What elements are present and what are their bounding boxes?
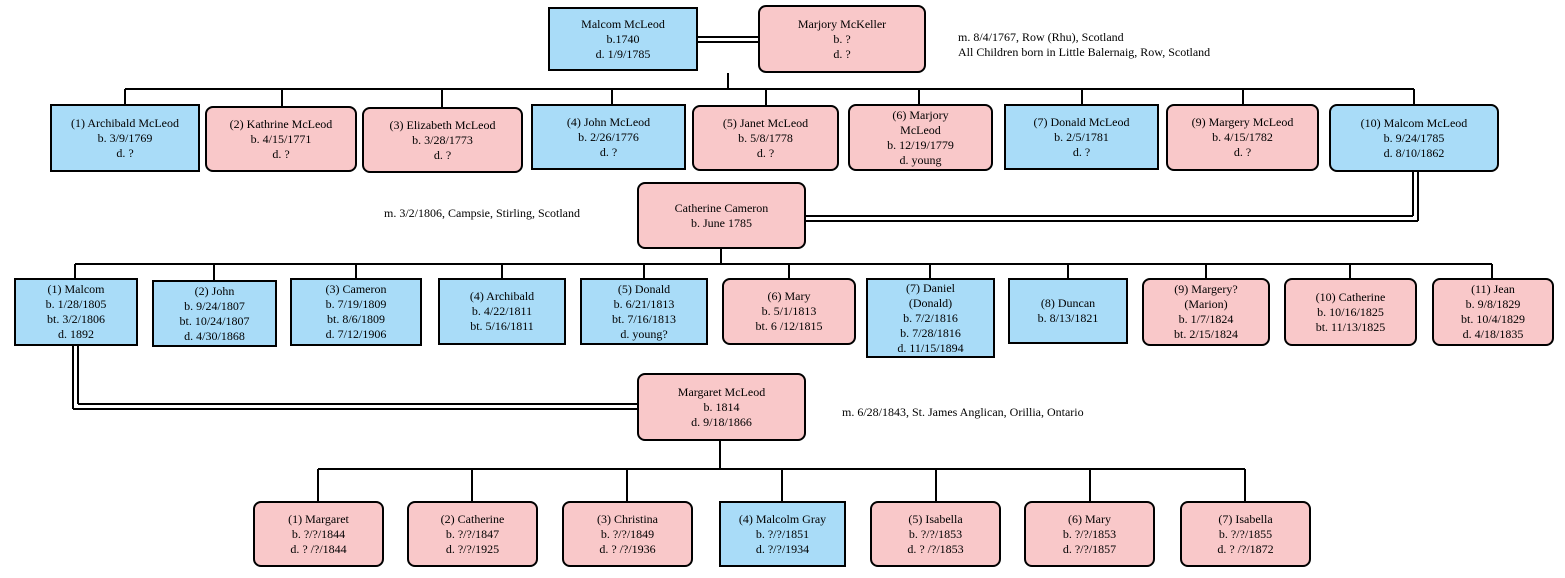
person-catherine-10: (10) Catherine b. 10/16/1825 bt. 11/13/1… (1284, 278, 1417, 346)
person-margery-mcleod: (9) Margery McLeod b. 4/15/1782 d. ? (1166, 104, 1319, 171)
person-marjory-mckeller: Marjory McKeller b. ? d. ? (758, 5, 926, 73)
person-john-mcleod: (4) John McLeod b. 2/26/1776 d. ? (531, 104, 686, 170)
marriage-note-1: m. 8/4/1767, Row (Rhu), Scotland All Chi… (958, 30, 1211, 59)
person-kathrine-mcleod: (2) Kathrine McLeod b. 4/15/1771 d. ? (205, 106, 357, 172)
person-cameron-3: (3) Cameron b. 7/19/1809 bt. 8/6/1809 d.… (290, 278, 422, 346)
person-janet-mcleod: (5) Janet McLeod b. 5/8/1778 d. ? (692, 105, 839, 171)
marriage-note-2: m. 3/2/1806, Campsie, Stirling, Scotland (384, 206, 580, 220)
person-archibald-4: (4) Archibald b. 4/22/1811 bt. 5/16/1811 (438, 278, 566, 345)
person-daniel-7: (7) Daniel (Donald) b. 7/2/1816 b. 7/28/… (866, 278, 995, 358)
marriage-note-3: m. 6/28/1843, St. James Anglican, Orilli… (842, 405, 1084, 419)
person-margery-9: (9) Margery? (Marion) b. 1/7/1824 bt. 2/… (1142, 278, 1270, 346)
person-isabella-5: (5) Isabella b. ?/?/1853 d. ? /?/1853 (870, 501, 1001, 567)
person-malcom-mcleod-10: (10) Malcom McLeod b. 9/24/1785 d. 8/10/… (1329, 104, 1499, 172)
person-malcolm-gray-4: (4) Malcolm Gray b. ?/?/1851 d. ?/?/1934 (719, 501, 846, 567)
person-donald-5: (5) Donald b. 6/21/1813 bt. 7/16/1813 d.… (580, 278, 708, 345)
person-christina-3: (3) Christina b. ?/?/1849 d. ? /?/1936 (562, 501, 693, 567)
person-mary-6: (6) Mary b. 5/1/1813 bt. 6 /12/1815 (722, 278, 856, 345)
person-elizabeth-mcleod: (3) Elizabeth McLeod b. 3/28/1773 d. ? (362, 107, 523, 173)
person-jean-11: (11) Jean b. 9/8/1829 bt. 10/4/1829 d. 4… (1432, 278, 1554, 346)
person-malcom-mcleod-sr: Malcom McLeod b.1740 d. 1/9/1785 (548, 7, 698, 71)
person-john-2: (2) John b. 9/24/1807 bt. 10/24/1807 d. … (152, 280, 277, 347)
person-donald-mcleod: (7) Donald McLeod b. 2/5/1781 d. ? (1004, 104, 1159, 170)
person-margaret-mcleod: Margaret McLeod b. 1814 d. 9/18/1866 (637, 373, 806, 441)
person-malcom-1: (1) Malcom b. 1/28/1805 bt. 3/2/1806 d. … (14, 278, 138, 346)
person-margaret-1: (1) Margaret b. ?/?/1844 d. ? /?/1844 (253, 501, 384, 567)
person-mary-6-gen3: (6) Mary b. ?/?/1853 d. ?/?/1857 (1024, 501, 1155, 567)
person-isabella-7: (7) Isabella b. ?/?/1855 d. ? /?/1872 (1180, 501, 1311, 567)
person-catherine-2: (2) Catherine b. ?/?/1847 d. ?/?/1925 (407, 501, 538, 567)
person-marjory-mcleod: (6) Marjory McLeod b. 12/19/1779 d. youn… (848, 104, 993, 171)
person-duncan-8: (8) Duncan b. 8/13/1821 (1008, 278, 1128, 344)
person-archibald-mcleod: (1) Archibald McLeod b. 3/9/1769 d. ? (50, 104, 200, 172)
person-catherine-cameron: Catherine Cameron b. June 1785 (637, 182, 806, 249)
